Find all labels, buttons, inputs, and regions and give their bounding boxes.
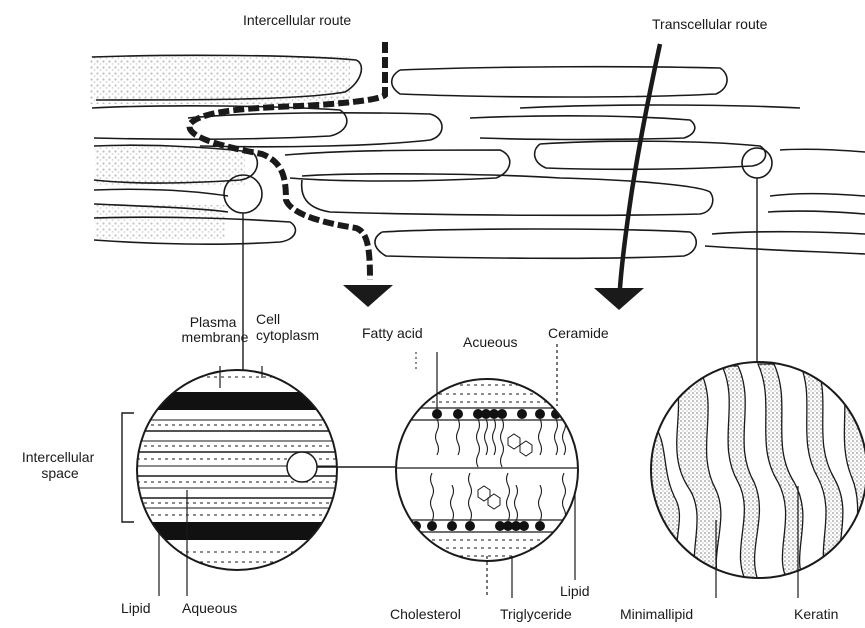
middle-inset [390,344,590,598]
transcellular-path [620,44,660,288]
triglyceride-label: Triglyceride [500,606,572,622]
corneocyte-cell [780,149,865,152]
right-inset [650,360,865,598]
transcellular-arrowhead [594,288,644,310]
corneocyte-cell [375,229,696,258]
intercellular-arrowhead [343,285,393,307]
plasma-membrane-line-1: Plasma [190,314,237,330]
fatty-acid-label: Fatty acid [362,325,423,341]
plasma-membrane-line-2: membrane [182,329,249,345]
corneocyte-cell [188,113,442,147]
cell-cytoplasm-line-1: Cell [256,311,280,327]
corneocyte-cell [768,211,865,214]
transcellular-route-label: Transcellular route [652,16,768,32]
corneocyte-cell [520,105,800,108]
corneocyte-cell [285,150,510,181]
corneocyte-cell [94,189,228,196]
corneocyte-cell [302,174,713,215]
aqueous-label-left: Aqueous [182,600,237,616]
lipid-label-middle: Lipid [560,583,590,599]
intercellular-space-bracket [122,413,134,522]
cell-shading [90,56,350,104]
keratin-label: Keratin [794,606,838,622]
corneocyte-cell [535,141,766,169]
aqueous-label-middle: Acueous [463,334,517,350]
intercellular-space-label: Intercellular space [22,449,98,481]
plasma-membrane-label: Plasma membrane [182,314,249,345]
intercellular-space-line-1: Intercellular [22,449,95,465]
cholesterol-label: Cholesterol [390,606,461,622]
cell-cytoplasm-label: Cell cytoplasm [256,311,319,343]
corneocyte-cell [770,194,865,196]
corneocyte-cell [392,67,727,97]
intercellular-route-label: Intercellular route [243,12,351,28]
minimal-lipid-label: Minimallipid [620,606,693,622]
zoom-marker-transcellular [742,148,772,178]
plasma-membrane-band [130,392,350,410]
left-inset-zoom-marker [287,452,317,482]
cell-cytoplasm-line-2: cytoplasm [256,327,319,343]
stratum-corneum [90,55,865,258]
transcellular-route [594,44,660,310]
left-inset [122,366,396,596]
corneocyte-cell [712,232,865,234]
intercellular-space-line-2: space [41,465,79,481]
cell-shading [95,146,245,186]
corneocyte-cell [470,116,695,140]
corneocyte-cell [705,246,865,254]
ceramide-label: Ceramide [548,325,609,341]
lipid-label-left: Lipid [121,600,151,616]
